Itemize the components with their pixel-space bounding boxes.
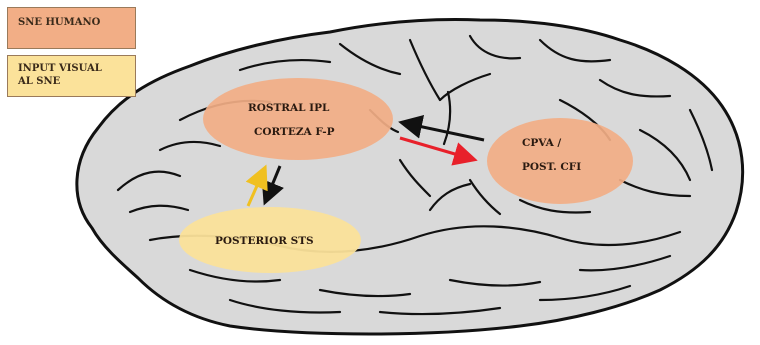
rostral-ipl-region	[203, 78, 393, 160]
rostral-ipl-label-line2: CORTEZA F-P	[254, 126, 335, 138]
legend-input-label-line1: INPUT VISUAL	[18, 62, 135, 75]
legend-sne-label: SNE HUMANO	[18, 17, 100, 28]
cpva-label-line2: POST. CFI	[522, 161, 581, 173]
legend-sne-humano: SNE HUMANO	[7, 7, 136, 49]
cpva-label-line1: CPVA /	[522, 137, 561, 149]
brain-outline	[77, 20, 743, 335]
legend-input-label-line2: AL SNE	[18, 75, 135, 88]
legend-input-visual: INPUT VISUAL AL SNE	[7, 55, 136, 97]
rostral-ipl-label-line1: ROSTRAL IPL	[248, 102, 329, 114]
posterior-sts-label: POSTERIOR STS	[215, 235, 314, 247]
